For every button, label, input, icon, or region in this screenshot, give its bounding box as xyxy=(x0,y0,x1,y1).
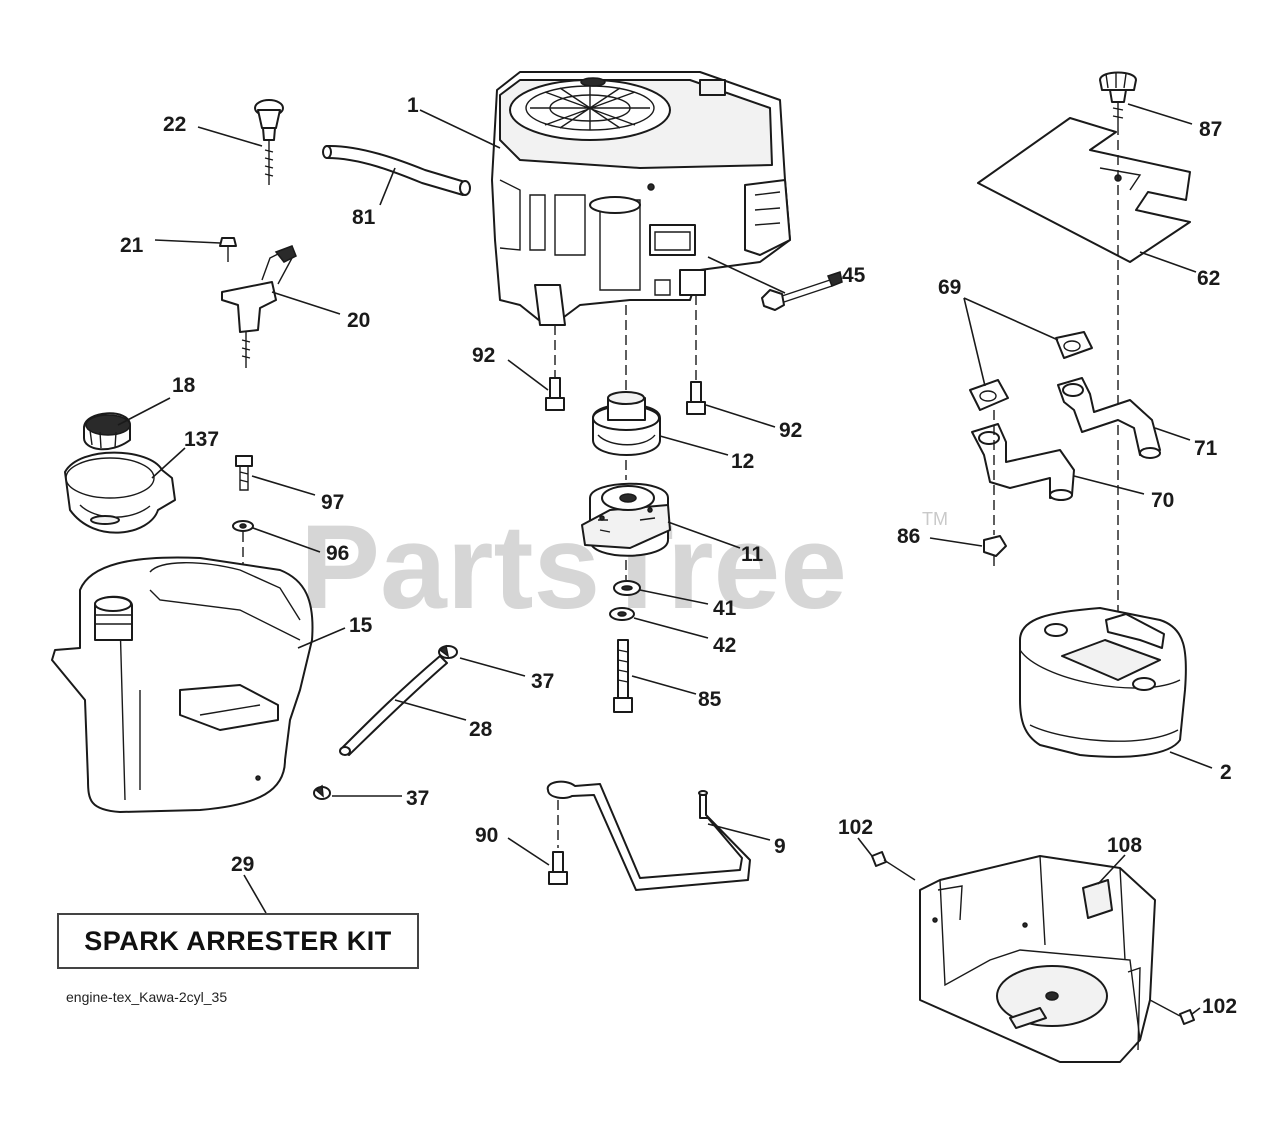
washer-part-42[interactable] xyxy=(609,607,635,621)
pulley-part-12[interactable] xyxy=(592,305,661,456)
spark-arrester-kit-box: SPARK ARRESTER KIT xyxy=(57,913,419,969)
bolt-part-90[interactable] xyxy=(548,800,568,885)
callout-137: 137 xyxy=(184,428,219,451)
callout-86: 86 xyxy=(897,525,920,548)
bolt-part-92-left[interactable] xyxy=(545,377,565,411)
screw-part-97[interactable] xyxy=(235,455,253,491)
callout-20: 20 xyxy=(347,309,370,332)
exhaust-pipe-part-71[interactable] xyxy=(1057,377,1161,459)
diagram-code: engine-tex_Kawa-2cyl_35 xyxy=(66,989,228,1005)
spark-arrester-kit-label: SPARK ARRESTER KIT xyxy=(84,925,392,956)
callout-81: 81 xyxy=(352,206,376,229)
engine-part-1[interactable] xyxy=(491,71,791,326)
callout-102-top: 102 xyxy=(838,816,873,839)
fuel-line-part-28[interactable] xyxy=(339,655,448,756)
washer-part-41[interactable] xyxy=(613,560,641,596)
callout-96: 96 xyxy=(326,542,349,565)
hose-part-81[interactable] xyxy=(322,144,471,196)
callout-12: 12 xyxy=(731,450,754,473)
callout-85: 85 xyxy=(698,688,722,711)
callout-42: 42 xyxy=(713,634,736,657)
callout-45: 45 xyxy=(842,264,866,287)
callout-28: 28 xyxy=(469,718,493,741)
spark-plug-part-45[interactable] xyxy=(761,271,843,311)
callout-41: 41 xyxy=(713,597,737,620)
callout-108: 108 xyxy=(1107,834,1142,857)
watermark-brand: PartsTree xyxy=(300,500,847,634)
callout-15: 15 xyxy=(349,614,373,637)
callout-69: 69 xyxy=(938,276,961,299)
clamp-part-37-top[interactable] xyxy=(438,644,458,659)
callout-90: 90 xyxy=(475,824,498,847)
callout-18: 18 xyxy=(172,374,196,397)
knob-part-22[interactable] xyxy=(254,99,284,185)
muffler-part-2[interactable] xyxy=(1019,607,1187,758)
callout-37-bottom: 37 xyxy=(406,787,429,810)
washer-part-96[interactable] xyxy=(232,520,254,532)
callout-92-right: 92 xyxy=(779,419,802,442)
bracket-part-9[interactable] xyxy=(546,780,751,891)
exhaust-pipe-part-70[interactable] xyxy=(971,423,1075,501)
knob-part-87[interactable] xyxy=(1099,71,1137,125)
callout-87: 87 xyxy=(1199,118,1222,141)
clutch-part-11[interactable] xyxy=(581,460,671,557)
nut-part-86[interactable] xyxy=(983,410,1007,570)
callout-22: 22 xyxy=(163,113,186,136)
callout-1: 1 xyxy=(407,94,419,117)
callout-70: 70 xyxy=(1151,489,1174,512)
bolt-part-92-right[interactable] xyxy=(686,381,706,415)
fuel-cap-part-18[interactable] xyxy=(83,412,131,451)
callout-21: 21 xyxy=(120,234,144,257)
throttle-part-20[interactable] xyxy=(221,245,297,368)
bolt-part-85[interactable] xyxy=(613,639,633,713)
callout-11: 11 xyxy=(741,543,764,566)
guard-part-137[interactable] xyxy=(64,451,176,534)
screw-part-21[interactable] xyxy=(219,237,237,262)
callout-71: 71 xyxy=(1194,437,1218,460)
shield-plate-part-62[interactable] xyxy=(977,117,1191,263)
screw-part-102-top[interactable] xyxy=(871,851,916,881)
gasket-part-69-upper[interactable] xyxy=(1055,331,1093,359)
callout-37-top: 37 xyxy=(531,670,554,693)
callout-97: 97 xyxy=(321,491,344,514)
callout-102-bottom: 102 xyxy=(1202,995,1237,1018)
fuel-tank-part-15[interactable] xyxy=(51,556,314,813)
gasket-part-69-lower[interactable] xyxy=(969,379,1009,411)
callout-62: 62 xyxy=(1197,267,1220,290)
heat-shield-part-108[interactable] xyxy=(919,855,1156,1063)
callout-2: 2 xyxy=(1220,761,1232,784)
callout-29: 29 xyxy=(231,853,254,876)
callout-9: 9 xyxy=(774,835,786,858)
screw-part-102-bottom[interactable] xyxy=(1149,999,1195,1025)
clamp-part-37-bottom[interactable] xyxy=(313,784,331,800)
watermark-trademark: TM xyxy=(922,509,948,529)
callout-92-left: 92 xyxy=(472,344,495,367)
